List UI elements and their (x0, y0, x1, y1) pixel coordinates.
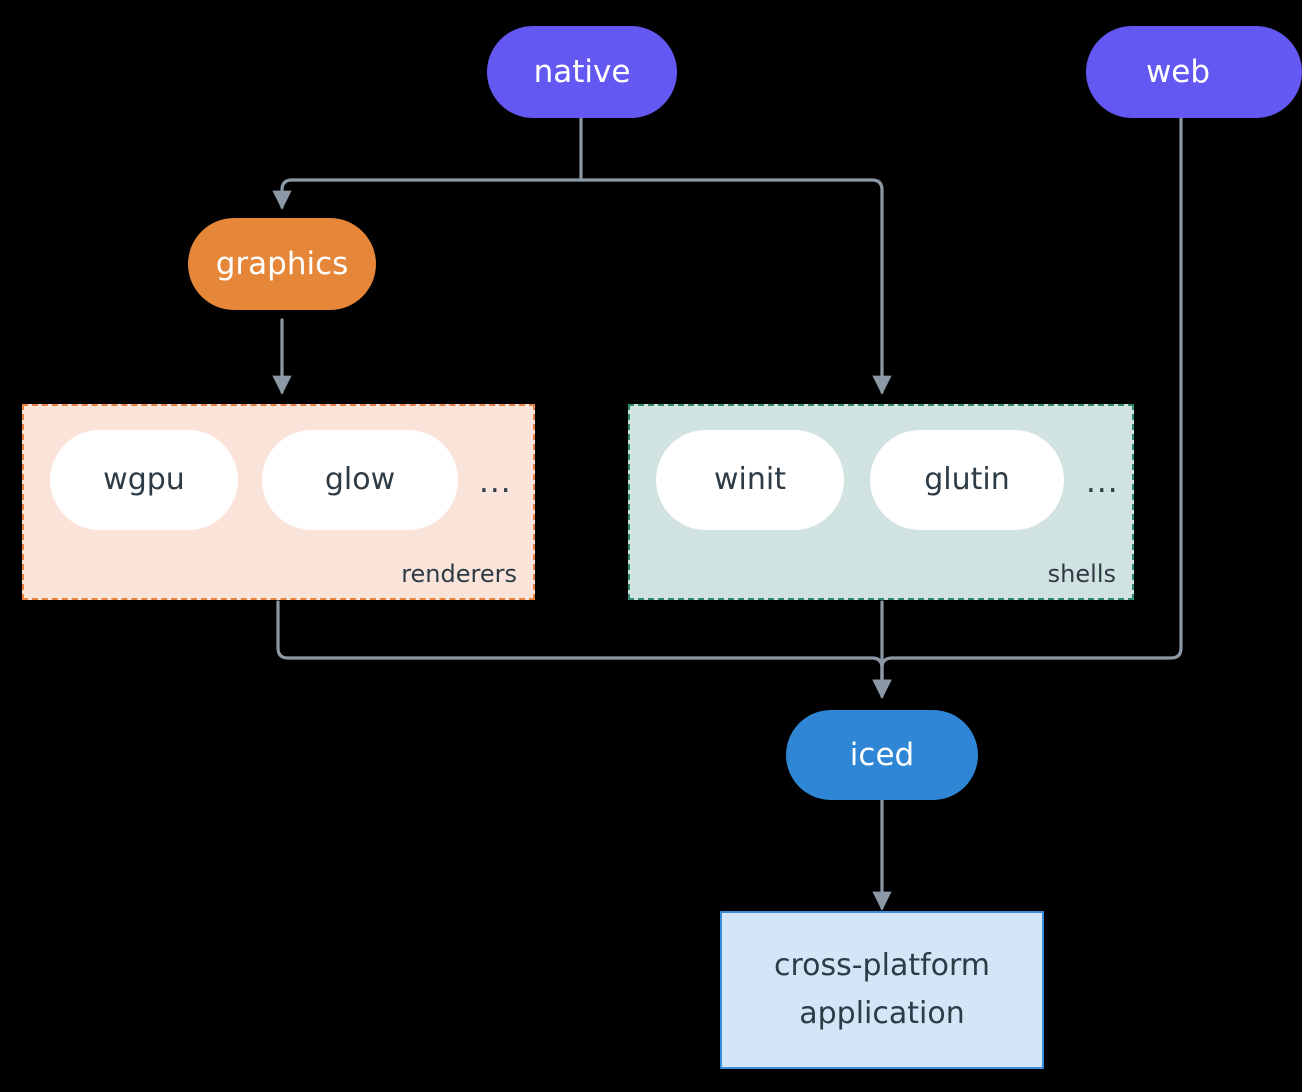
node-web-label: web (1145, 53, 1211, 90)
node-glutin-label: glutin (924, 462, 1010, 498)
node-application-label-line2: application (799, 996, 965, 1031)
group-shells-caption: shells (1047, 560, 1116, 588)
node-wgpu-label: wgpu (103, 462, 185, 498)
node-graphics[interactable]: graphics (188, 218, 376, 310)
node-glow-label: glow (324, 462, 396, 498)
edge-web-iced (872, 114, 1183, 699)
group-renderers-caption: renderers (401, 560, 517, 588)
edge-renderers-iced (276, 600, 892, 699)
node-iced-label: iced (849, 736, 915, 773)
node-graphics-label: graphics (215, 245, 349, 282)
edge-native-shells (579, 178, 892, 395)
node-glow[interactable]: glow (262, 430, 458, 530)
node-native-label: native (533, 53, 631, 90)
shells-overflow-ellipsis: ... (1086, 464, 1119, 500)
node-winit-label: winit (714, 462, 786, 498)
node-wgpu[interactable]: wgpu (50, 430, 238, 530)
node-glutin[interactable]: glutin (870, 430, 1064, 530)
node-application-label-line1: cross-platform (773, 948, 991, 983)
edge-native-graphics (272, 178, 583, 210)
node-web[interactable]: web (1086, 26, 1302, 118)
node-native[interactable]: native (487, 26, 677, 118)
renderers-overflow-ellipsis: ... (479, 464, 512, 500)
node-iced[interactable]: iced (786, 710, 978, 800)
node-cross-platform-application[interactable]: cross-platform application (720, 911, 1044, 1069)
node-winit[interactable]: winit (656, 430, 844, 530)
